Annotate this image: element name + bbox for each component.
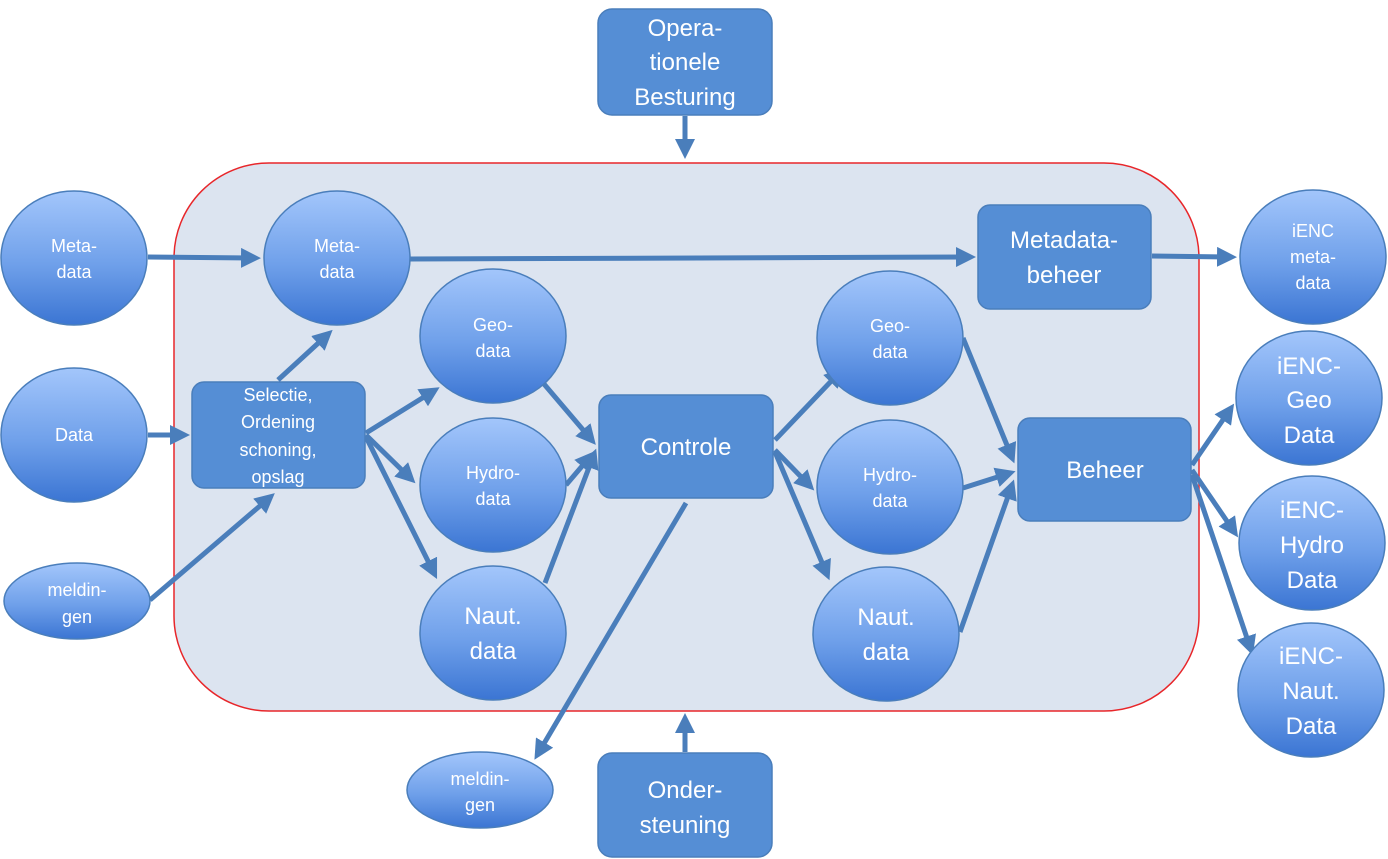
box-line: Controle [641,434,732,461]
right-nautdata-circle: Naut. data [812,566,960,702]
left-hydrodata-circle: Hydro- data [419,417,567,553]
circle-line: Hydro- [863,465,917,485]
input-meldingen-ellipse: meldin- gen [3,562,151,640]
ienc-geodata-circle: iENC- Geo Data [1235,330,1383,466]
circle-line: data [470,638,517,665]
circle-line: Naut. [1282,678,1339,705]
input-metadata-circle: Meta- data [0,190,148,326]
circle-line: iENC- [1279,643,1343,670]
beheer-box: Beheer [1017,417,1192,522]
ienc-metadata-circle: iENC meta- data [1239,189,1387,325]
circle-line: data [863,639,910,666]
circle-line: Meta- [51,236,97,256]
circle-line: Data [1284,422,1335,449]
circle-line: iENC- [1277,353,1341,380]
box-line: Opera- [648,15,723,42]
box-line: Onder- [648,777,723,804]
box-line: opslag [251,467,304,487]
circle-line: data [872,491,908,511]
box-line: Besturing [634,84,735,111]
circle-line: Hydro- [466,463,520,483]
circle-line: data [1295,273,1331,293]
circle-line: Data [1287,567,1338,594]
circle-line: Geo- [870,316,910,336]
circle-line: Geo [1286,387,1331,414]
ienc-hydrodata-circle: iENC- Hydro Data [1238,475,1386,611]
circle-line: data [56,262,92,282]
operationele-besturing-box: Opera- tionele Besturing [597,8,773,116]
input-data-circle: Data [0,367,148,503]
circle-line: meta- [1290,247,1336,267]
inner-metadata-circle: Meta- data [263,190,411,326]
circle-line: data [872,342,908,362]
controle-box: Controle [598,394,774,499]
arrows [147,116,1256,760]
circle-line: iENC- [1280,497,1344,524]
circle-line: gen [62,607,92,627]
circle-line: Naut. [857,604,914,631]
box-line: steuning [640,812,731,839]
circle-line: Meta- [314,236,360,256]
box-line: tionele [650,49,721,76]
right-geodata-circle: Geo- data [816,270,964,406]
ondersteuning-box: Onder- steuning [597,752,773,858]
circle-line: data [319,262,355,282]
box-line: beheer [1027,262,1102,289]
circle-line: meldin- [450,769,509,789]
metadatabeheer-box: Metadata- beheer [977,204,1152,310]
left-geodata-circle: Geo- data [419,268,567,404]
ienc-nautdata-circle: iENC- Naut. Data [1237,622,1385,758]
circle-line: iENC [1292,221,1334,241]
circle-line: gen [465,795,495,815]
circle-line: Geo- [473,315,513,335]
box-line: schoning, [239,440,316,460]
selectie-box: Selectie, Ordening schoning, opslag [191,381,366,489]
circle-line: Data [1286,713,1337,740]
circle-line: meldin- [47,580,106,600]
circle-line: data [475,489,511,509]
circle-line: Hydro [1280,532,1344,559]
meldingen-out-ellipse: meldin- gen [406,751,554,829]
circle-line: Naut. [464,603,521,630]
box-line: Metadata- [1010,227,1118,254]
box-line: Ordening [241,412,315,432]
right-hydrodata-circle: Hydro- data [816,419,964,555]
circle-line: data [475,341,511,361]
box-line: Selectie, [243,385,312,405]
circle-line: Data [55,425,94,445]
left-nautdata-circle: Naut. data [419,565,567,701]
box-line: Beheer [1066,457,1143,484]
